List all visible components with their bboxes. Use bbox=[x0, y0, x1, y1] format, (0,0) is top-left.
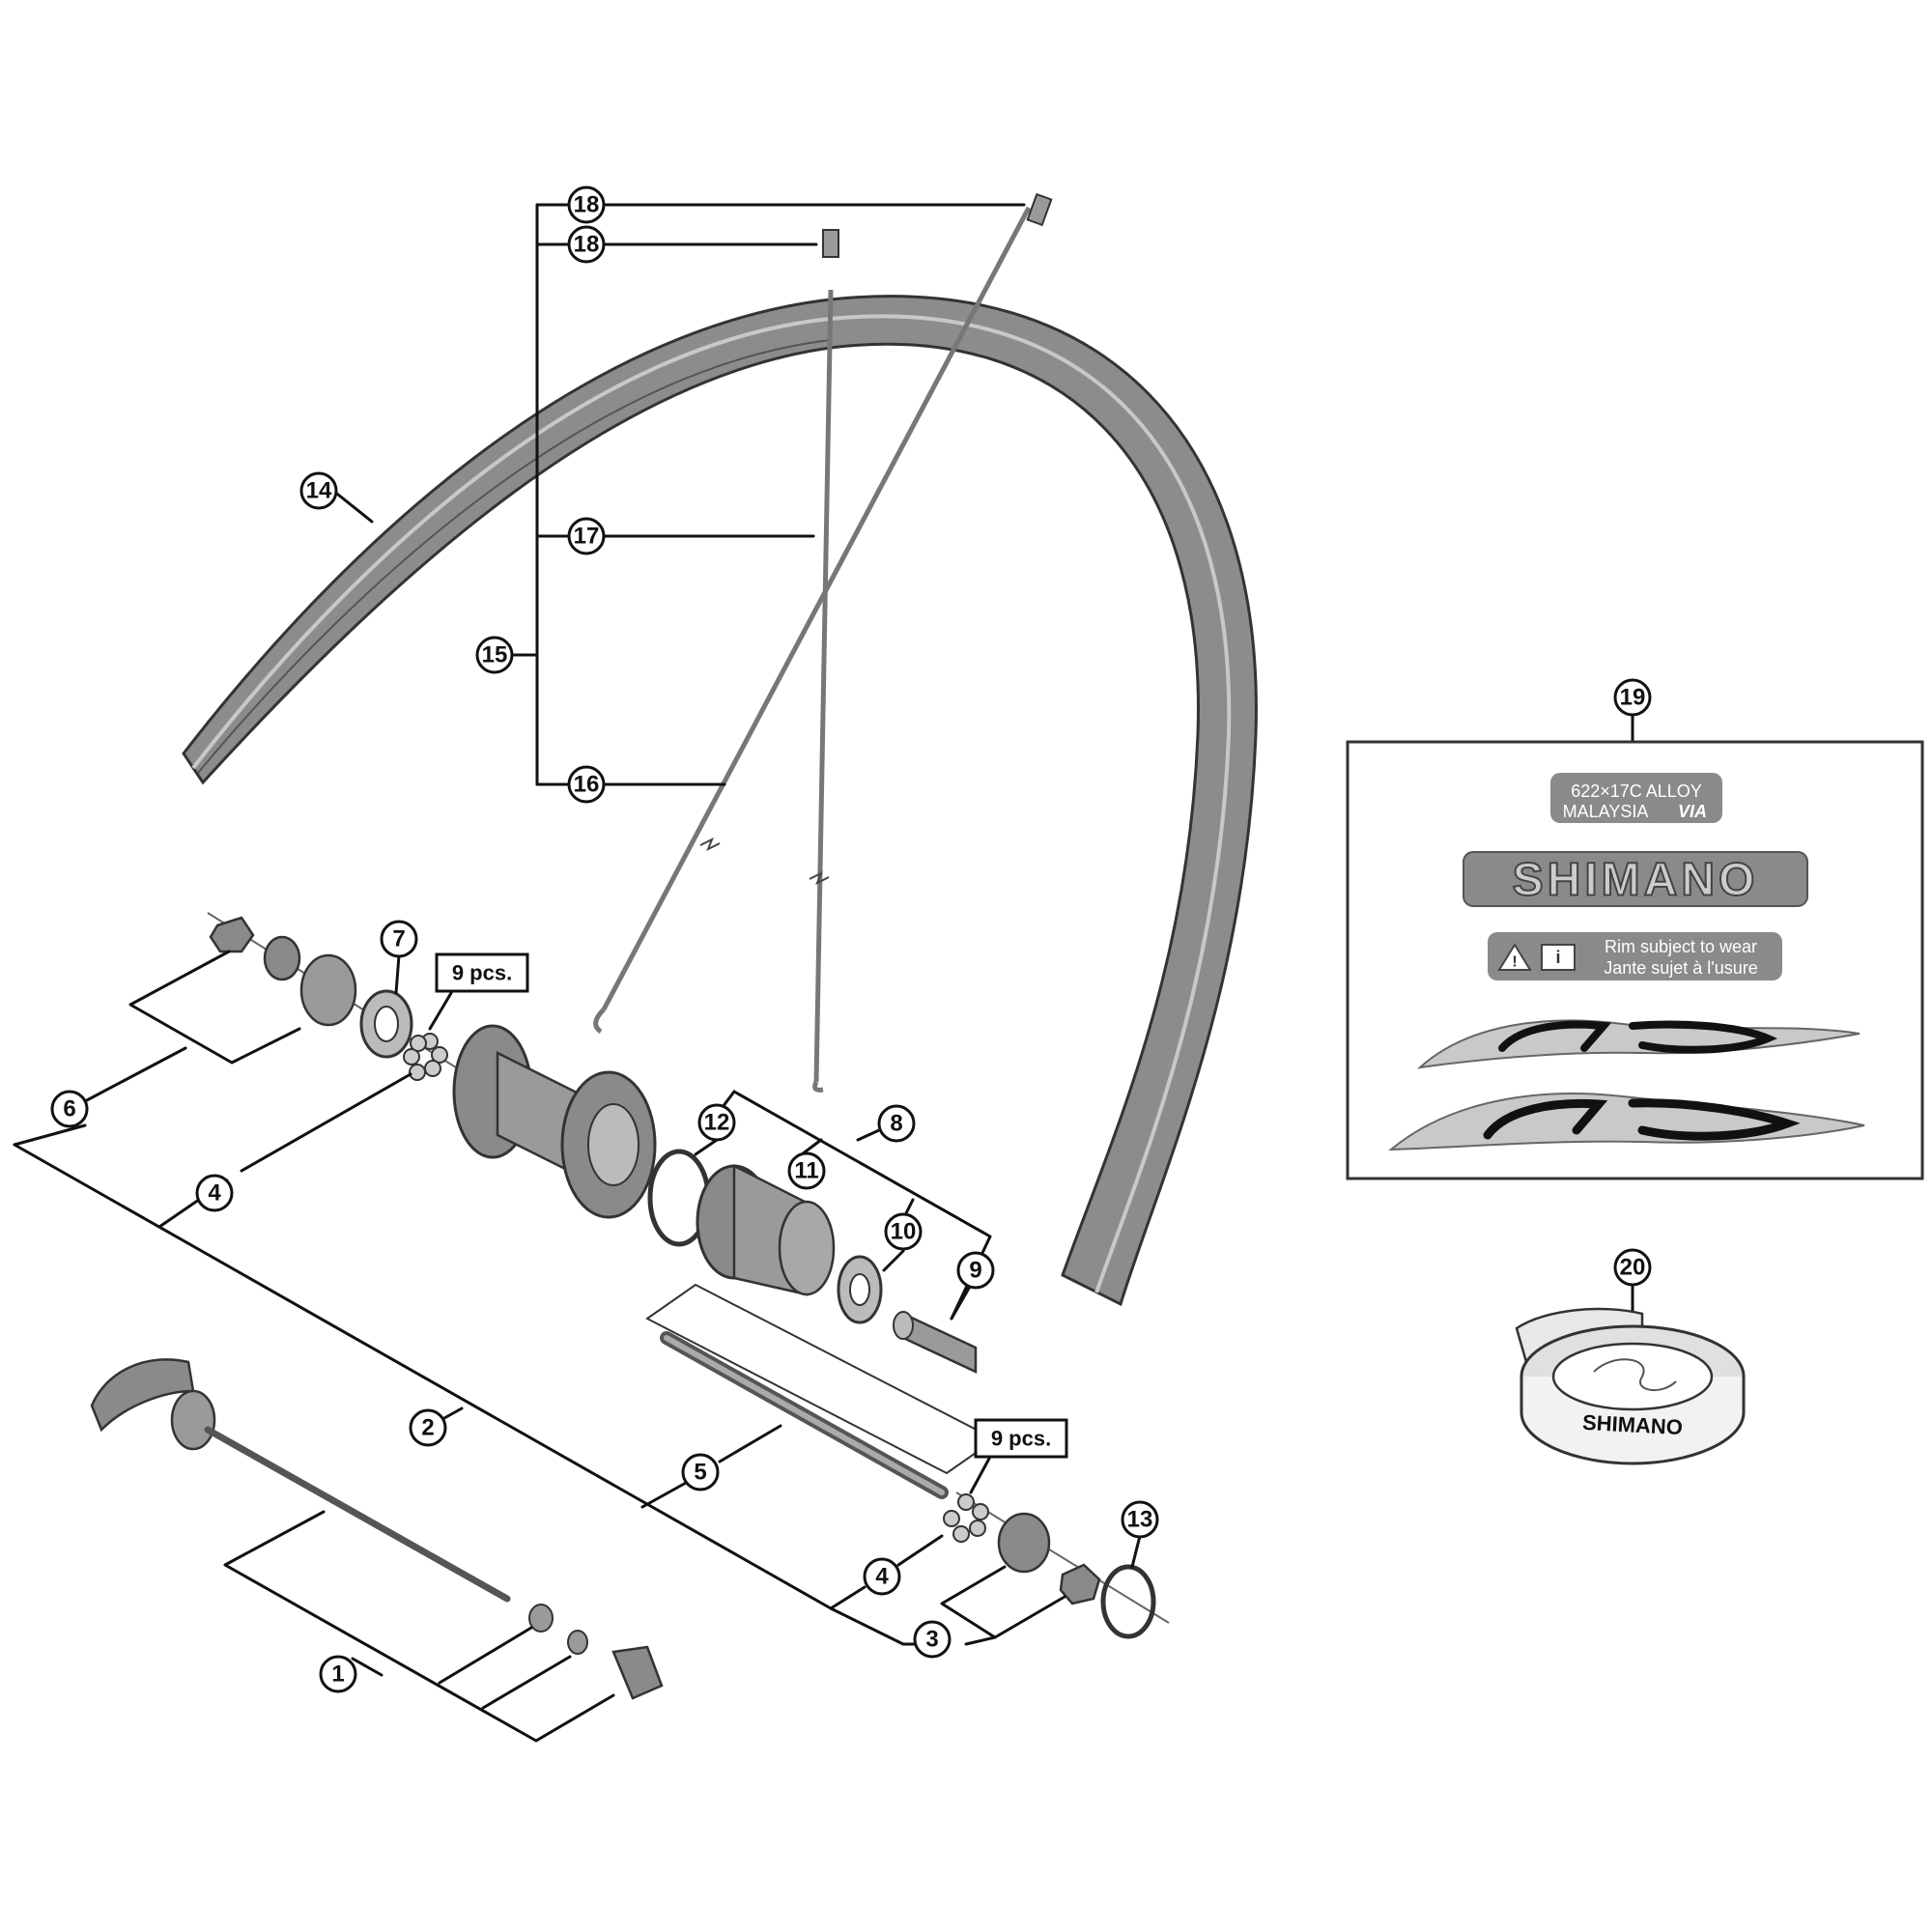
svg-text:9 pcs.: 9 pcs. bbox=[991, 1427, 1051, 1451]
freehub-body-11 bbox=[696, 1163, 836, 1296]
spoke-nipple bbox=[1026, 192, 1053, 227]
svg-text:7: 7 bbox=[392, 926, 405, 952]
svg-text:!: ! bbox=[1512, 954, 1517, 971]
axle-outline-frame bbox=[645, 1283, 997, 1475]
warning-sticker: ! i Rim subject to wear Jante sujet à l'… bbox=[1488, 932, 1782, 980]
svg-text:11: 11 bbox=[794, 1158, 818, 1184]
rs-model-decal-1 bbox=[1416, 1019, 1861, 1069]
svg-text:16: 16 bbox=[574, 772, 600, 798]
spoke-straight bbox=[813, 289, 834, 1083]
spec-sticker: 622×17C ALLOY MALAYSIA VIA bbox=[1550, 773, 1722, 823]
spec-via-mark: VIA bbox=[1678, 802, 1707, 821]
brand-logo-sticker: SHIMANO bbox=[1463, 851, 1808, 907]
sleeve-9 bbox=[893, 1311, 978, 1374]
rs-model-decal-2 bbox=[1388, 1093, 1865, 1151]
svg-text:14: 14 bbox=[306, 478, 332, 504]
manual-info-icon bbox=[1541, 944, 1576, 971]
svg-text:18: 18 bbox=[574, 232, 600, 258]
quick-release-skewer bbox=[204, 1426, 511, 1603]
spec-line-1: 622×17C ALLOY bbox=[1571, 781, 1702, 801]
svg-text:4: 4 bbox=[208, 1180, 221, 1207]
o-ring-13 bbox=[1100, 1564, 1156, 1639]
callout-10: 10 bbox=[884, 1212, 923, 1251]
callout-18-top: 18 bbox=[567, 185, 606, 224]
svg-text:13: 13 bbox=[1127, 1507, 1153, 1533]
svg-text:8: 8 bbox=[890, 1111, 902, 1137]
cone-right bbox=[997, 1512, 1051, 1574]
rim-inner-edge bbox=[197, 339, 832, 774]
svg-text:9: 9 bbox=[969, 1258, 981, 1284]
svg-text:10: 10 bbox=[891, 1219, 917, 1245]
callout-4-left: 4 bbox=[195, 1174, 234, 1212]
quick-release-lever bbox=[90, 1358, 216, 1451]
svg-text:3: 3 bbox=[925, 1627, 938, 1653]
lock-nut-left bbox=[209, 916, 255, 953]
callout-15: 15 bbox=[475, 636, 514, 674]
svg-text:20: 20 bbox=[1620, 1255, 1646, 1281]
callout-3: 3 bbox=[913, 1620, 952, 1659]
spoke-break-mark bbox=[699, 837, 721, 852]
spoke-break-mark bbox=[809, 870, 830, 886]
svg-text:2: 2 bbox=[421, 1415, 434, 1441]
quantity-label-right: 9 pcs. bbox=[974, 1418, 1068, 1459]
callout-19: 19 bbox=[1613, 678, 1652, 717]
spacer-left bbox=[263, 935, 301, 981]
qr-adjusting-nut bbox=[611, 1645, 664, 1700]
svg-text:6: 6 bbox=[63, 1096, 75, 1122]
callout-9: 9 bbox=[956, 1251, 995, 1290]
svg-text:1: 1 bbox=[331, 1662, 344, 1688]
lock-nut-right bbox=[1059, 1563, 1101, 1605]
rim-tape: SHIMANO bbox=[1515, 1307, 1746, 1465]
callout-2: 2 bbox=[409, 1408, 447, 1447]
warning-line-2: Jante sujet à l'usure bbox=[1604, 958, 1758, 978]
rim-body bbox=[182, 295, 1258, 1307]
svg-text:i: i bbox=[1555, 948, 1560, 967]
svg-text:15: 15 bbox=[482, 642, 508, 668]
sticker-sheet: 622×17C ALLOY MALAYSIA VIA SHIMANO ! i R… bbox=[1346, 740, 1924, 1180]
warning-icon bbox=[1497, 943, 1532, 971]
svg-text:19: 19 bbox=[1620, 685, 1646, 711]
rim bbox=[182, 295, 1258, 1307]
qr-spring-2 bbox=[567, 1630, 588, 1655]
spokes bbox=[593, 206, 1032, 1093]
rim-highlight bbox=[191, 314, 1232, 1293]
svg-text:18: 18 bbox=[574, 192, 600, 218]
spoke-angled bbox=[601, 206, 1032, 1011]
callout-7: 7 bbox=[380, 920, 418, 958]
callout-5: 5 bbox=[681, 1453, 720, 1492]
svg-text:17: 17 bbox=[574, 524, 600, 550]
ball-bearings-right bbox=[943, 1493, 989, 1543]
callout-11: 11 bbox=[787, 1151, 826, 1190]
callout-17: 17 bbox=[567, 517, 606, 555]
callout-18-second: 18 bbox=[567, 225, 606, 264]
svg-text:4: 4 bbox=[875, 1564, 889, 1590]
callout-4-right: 4 bbox=[863, 1557, 901, 1596]
rim-tape-brand-text: SHIMANO bbox=[1581, 1410, 1683, 1439]
callout-14: 14 bbox=[299, 471, 338, 510]
callout-6: 6 bbox=[50, 1090, 89, 1128]
svg-text:9 pcs.: 9 pcs. bbox=[452, 961, 512, 985]
callout-20: 20 bbox=[1613, 1248, 1652, 1287]
spoke-nipple bbox=[822, 229, 839, 258]
svg-text:5: 5 bbox=[694, 1460, 706, 1486]
qr-spring-1 bbox=[528, 1604, 554, 1633]
quantity-label-left: 9 pcs. bbox=[435, 952, 529, 993]
cone-left bbox=[299, 953, 357, 1027]
leader-lines bbox=[13, 203, 1634, 1743]
spec-line-2: MALAYSIA bbox=[1563, 802, 1649, 821]
svg-text:12: 12 bbox=[704, 1110, 730, 1136]
callout-13: 13 bbox=[1121, 1500, 1159, 1539]
hub-body bbox=[452, 1024, 657, 1219]
brand-logo-text: SHIMANO bbox=[1513, 855, 1759, 906]
axle-center-line-right bbox=[955, 1492, 1170, 1624]
callout-1: 1 bbox=[319, 1655, 357, 1693]
warning-line-1: Rim subject to wear bbox=[1605, 937, 1757, 956]
callout-12: 12 bbox=[697, 1103, 736, 1142]
callout-8: 8 bbox=[877, 1104, 916, 1143]
spoke-head-straight bbox=[812, 1080, 824, 1093]
callout-16: 16 bbox=[567, 765, 606, 804]
ball-bearings-left bbox=[403, 1033, 448, 1081]
spoke-head-j bbox=[593, 1008, 606, 1035]
